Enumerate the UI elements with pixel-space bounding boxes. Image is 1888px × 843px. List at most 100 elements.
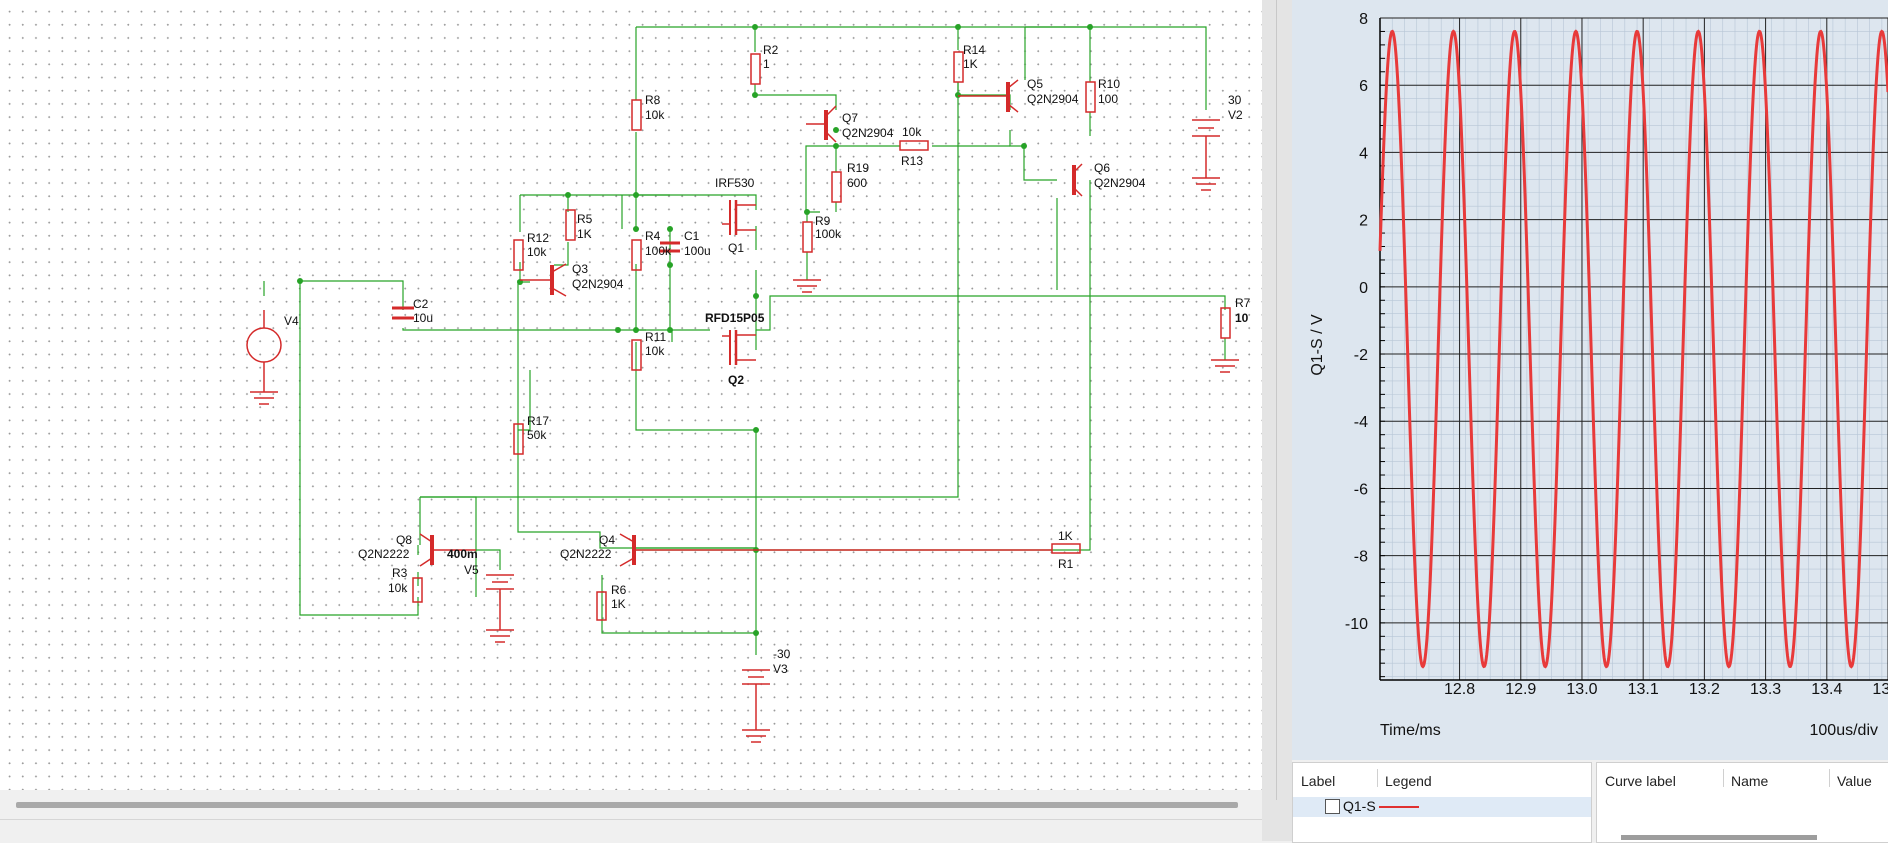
series-q1-s-line <box>1378 29 1888 669</box>
label-c2-value: 10u <box>413 311 433 325</box>
label-q5-value: Q2N2904 <box>1027 92 1079 106</box>
label-v5-value: 400m <box>447 547 478 561</box>
label-v3-value: -30 <box>773 647 791 661</box>
label-r19: R19 <box>847 161 869 175</box>
label-c2: C2 <box>413 297 429 311</box>
r19-symbol <box>831 171 842 203</box>
r8-symbol <box>631 99 642 131</box>
label-r5: R5 <box>577 212 593 226</box>
label-r12: R12 <box>527 231 549 245</box>
label-r10-value: 100 <box>1098 92 1118 106</box>
y-tick-label: 8 <box>1359 11 1368 28</box>
label-r2-value: 1 <box>763 57 770 71</box>
label-r10: R10 <box>1098 77 1120 91</box>
label-r19-value: 600 <box>847 176 867 190</box>
x-tick-label: 13.1 <box>1628 681 1659 698</box>
label-q6: Q6 <box>1094 161 1110 175</box>
label-r3-value: 10k <box>388 581 408 595</box>
r2-symbol <box>750 53 761 85</box>
x-tick-label: 13.3 <box>1750 681 1781 698</box>
r14-symbol <box>953 51 964 83</box>
label-r13-value: 10k <box>902 125 922 139</box>
y-tick-label: 0 <box>1359 280 1368 297</box>
label-r11-value: 10k <box>645 344 665 358</box>
x-division-label: 100us/div <box>1810 722 1879 739</box>
label-r17-value: 50k <box>527 428 547 442</box>
label-r14: R14 <box>963 43 985 57</box>
y-tick-label: 4 <box>1359 145 1368 162</box>
curve-value-table: Curve label Name Value <box>1596 762 1888 843</box>
label-q1-value: IRF530 <box>715 176 755 190</box>
r17-symbol <box>513 423 524 455</box>
x-tick-label: 13.2 <box>1689 681 1720 698</box>
label-v2: V2 <box>1228 108 1243 122</box>
label-q2-value: RFD15P05 <box>705 311 765 325</box>
r4-symbol <box>631 239 642 271</box>
legend-row[interactable]: Q1-S <box>1293 797 1591 817</box>
x-tick-label: 12.9 <box>1505 681 1536 698</box>
schematic-horizontal-scrollbar[interactable] <box>0 790 1262 819</box>
legend-row-checkbox[interactable] <box>1325 799 1340 814</box>
r6-symbol <box>596 591 607 621</box>
label-r2: R2 <box>763 43 779 57</box>
pane-splitter[interactable] <box>1262 0 1292 841</box>
x-tick-label: 13.4 <box>1811 681 1842 698</box>
capacitors <box>392 241 680 320</box>
r10-symbol <box>1085 81 1096 113</box>
q8-symbol <box>419 533 476 567</box>
status-bar <box>0 819 1292 842</box>
legend-table: Label Legend Q1-S <box>1292 762 1592 843</box>
label-q4: Q4 <box>599 533 615 547</box>
y-tick-label: -4 <box>1354 414 1368 431</box>
transistors <box>419 79 1083 567</box>
label-q3-value: Q2N2904 <box>572 277 624 291</box>
label-q7-value: Q2N2904 <box>842 126 894 140</box>
label-q4-value: Q2N2222 <box>560 547 612 561</box>
y-tick-label: -6 <box>1354 481 1368 498</box>
label-r13: R13 <box>901 154 923 168</box>
label-r8: R8 <box>645 93 661 107</box>
label-r9-value: 100k <box>815 227 842 241</box>
label-r4: R4 <box>645 229 661 243</box>
plot-area <box>1380 18 1888 680</box>
label-r1-value: 1K <box>1058 529 1073 543</box>
legend-row-swatch <box>1379 806 1419 808</box>
curve-col-name: Name <box>1731 773 1769 789</box>
y-tick-label: 6 <box>1359 78 1368 95</box>
label-q8-value: Q2N2222 <box>358 547 410 561</box>
curve-col-value: Value <box>1837 773 1872 789</box>
scrollbar-thumb[interactable] <box>16 802 1238 808</box>
q5-symbol <box>958 79 1019 113</box>
q7-symbol <box>806 105 837 143</box>
schematic-canvas[interactable]: V4 C2 10u R8 10k R2 1 R14 1K R10 100 30 … <box>0 0 1262 790</box>
y-tick-label: 2 <box>1359 213 1368 230</box>
schematic-svg[interactable]: V4 C2 10u R8 10k R2 1 R14 1K R10 100 30 … <box>0 0 1262 790</box>
label-q1: Q1 <box>728 241 744 255</box>
plot-grid <box>1379 17 1888 680</box>
legend-row-label: Q1-S <box>1343 798 1376 814</box>
label-q7: Q7 <box>842 111 858 125</box>
r9-symbol <box>802 221 813 253</box>
label-r14-value: 1K <box>963 57 978 71</box>
resistors <box>412 51 1231 621</box>
q6-symbol <box>1072 163 1083 197</box>
label-q6-value: Q2N2904 <box>1094 176 1146 190</box>
y-axis-label: Q1-S / V <box>1309 314 1326 376</box>
label-r8-value: 10k <box>645 108 665 122</box>
label-q5: Q5 <box>1027 77 1043 91</box>
legend-col-label: Label <box>1301 773 1336 789</box>
r3-symbol <box>412 577 423 603</box>
junction-dots <box>297 24 1093 636</box>
r13-symbol <box>899 140 929 151</box>
y-tick-label: -2 <box>1354 347 1368 364</box>
label-r7-value: 10 <box>1235 311 1249 325</box>
x-tick-label: 13.5 <box>1872 681 1888 698</box>
sources-and-grounds <box>246 119 1239 743</box>
label-r6-value: 1K <box>611 597 626 611</box>
label-q8: Q8 <box>396 533 412 547</box>
label-v5: V5 <box>464 563 479 577</box>
curve-table-scrollbar[interactable] <box>1621 835 1817 840</box>
